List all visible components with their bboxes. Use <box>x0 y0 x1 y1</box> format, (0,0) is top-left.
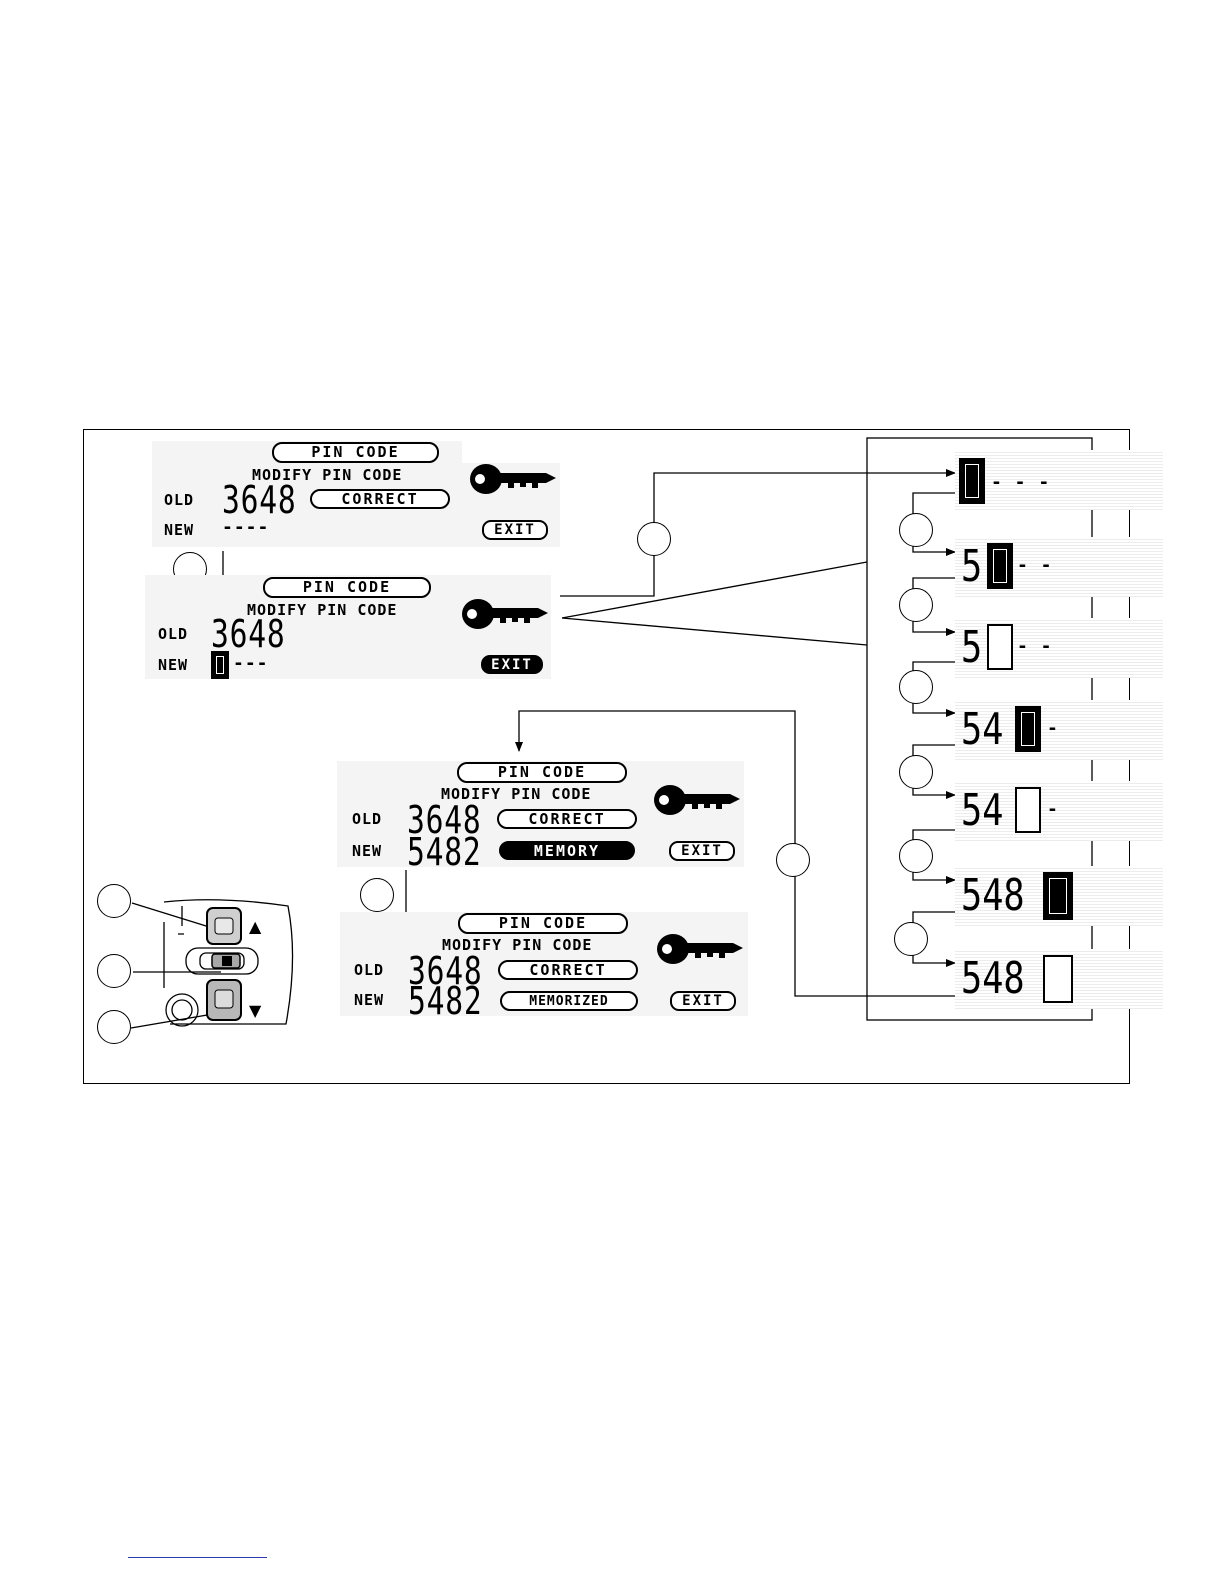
pin-step-7: 548 <box>955 949 1163 1009</box>
status-pill: CORRECT <box>497 809 637 829</box>
pin-step-6: 548 <box>955 866 1163 926</box>
key-icon <box>460 597 552 631</box>
callout-circle <box>97 884 131 918</box>
down-arrow-icon: ▼ <box>249 1001 262 1020</box>
status-pill: CORRECT <box>310 489 450 509</box>
new-placeholder: --- <box>233 655 269 673</box>
pin-step-2: 5 - - <box>955 537 1163 597</box>
old-label: OLD <box>354 962 384 978</box>
key-icon <box>652 783 744 817</box>
step-dashes: - <box>1047 799 1059 820</box>
step-dashes: - - - <box>991 472 1050 493</box>
digit-cursor <box>987 543 1013 589</box>
step-digits: 54 <box>961 789 1003 833</box>
callout-circle <box>899 755 933 789</box>
exit-button[interactable]: EXIT <box>482 520 548 540</box>
key-icon <box>468 462 560 496</box>
pin-step-1: - - - <box>955 450 1163 510</box>
old-label: OLD <box>352 811 382 827</box>
new-code: 5482 <box>408 982 483 1020</box>
new-label: NEW <box>158 657 188 673</box>
new-label: NEW <box>164 522 194 538</box>
memorized-pill: MEMORIZED <box>500 991 638 1011</box>
exit-button[interactable]: EXIT <box>481 655 543 674</box>
callout-circle <box>899 513 933 547</box>
memory-pill: MEMORY <box>499 841 635 860</box>
digit-cursor <box>1015 787 1041 833</box>
new-label: NEW <box>352 843 382 859</box>
old-label: OLD <box>158 626 188 642</box>
pin-step-5: 54 - <box>955 781 1163 841</box>
old-code: 3648 <box>211 615 286 653</box>
new-code: 5482 <box>407 833 482 871</box>
callout-circle <box>97 954 131 988</box>
header-pill: PIN CODE <box>458 913 628 934</box>
old-label: OLD <box>164 492 194 508</box>
pin-step-4: 54 - <box>955 700 1163 760</box>
header-pill: PIN CODE <box>457 762 627 783</box>
handlebar-switch: ▲ ▼ <box>160 898 300 1028</box>
digit-cursor <box>1015 706 1041 752</box>
step-digits: 54 <box>961 708 1003 752</box>
callout-circle <box>899 588 933 622</box>
digit-cursor <box>1043 955 1073 1003</box>
callout-circle <box>637 522 671 556</box>
callout-circle <box>776 843 810 877</box>
status-pill: CORRECT <box>498 960 638 980</box>
callout-circle <box>97 1010 131 1044</box>
step-dashes: - - <box>1017 555 1053 576</box>
exit-button[interactable]: EXIT <box>670 991 736 1011</box>
header-pill: PIN CODE <box>272 442 439 463</box>
callout-circle <box>894 922 928 956</box>
new-label: NEW <box>354 992 384 1008</box>
step-digits: 548 <box>961 874 1025 918</box>
up-arrow-icon: ▲ <box>249 917 262 936</box>
key-icon <box>655 932 747 966</box>
header-pill: PIN CODE <box>263 577 431 598</box>
step-dashes: - - <box>1017 636 1053 657</box>
step-digits: 5 <box>961 626 982 670</box>
footer-rule <box>128 1557 267 1558</box>
step-digits: 548 <box>961 957 1025 1001</box>
step-digits: 5 <box>961 545 982 589</box>
pin-step-3: 5 - - <box>955 618 1163 678</box>
digit-cursor <box>987 624 1013 670</box>
callout-circle <box>360 878 394 912</box>
digit-cursor <box>1043 872 1073 920</box>
step-dashes: - <box>1047 718 1059 739</box>
exit-button[interactable]: EXIT <box>669 841 735 861</box>
callout-circle <box>899 839 933 873</box>
new-placeholder: ---- <box>222 519 269 537</box>
digit-cursor <box>959 458 985 504</box>
old-code: 3648 <box>222 481 297 519</box>
callout-circle <box>899 670 933 704</box>
digit-cursor <box>211 651 229 679</box>
